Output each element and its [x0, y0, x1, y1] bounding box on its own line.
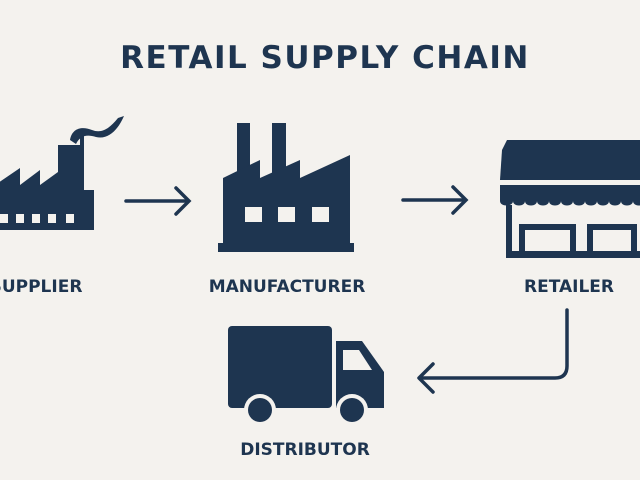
arrow-supplier-to-manufacturer	[124, 186, 192, 216]
diagram-title: RETAIL SUPPLY CHAIN	[120, 40, 530, 76]
node-label-distributor: DISTRIBUTOR	[240, 440, 370, 460]
factory-smoke-icon	[0, 116, 124, 230]
arrow-retailer-to-distributor	[417, 308, 569, 394]
truck-icon	[228, 326, 384, 426]
arrow-manufacturer-to-retailer	[401, 185, 469, 215]
factory-icon	[218, 123, 354, 252]
node-label-retailer: RETAILER	[524, 277, 614, 297]
store-icon	[500, 140, 640, 258]
node-label-supplier: SUPPLIER	[0, 277, 82, 297]
node-label-manufacturer: MANUFACTURER	[209, 277, 366, 297]
